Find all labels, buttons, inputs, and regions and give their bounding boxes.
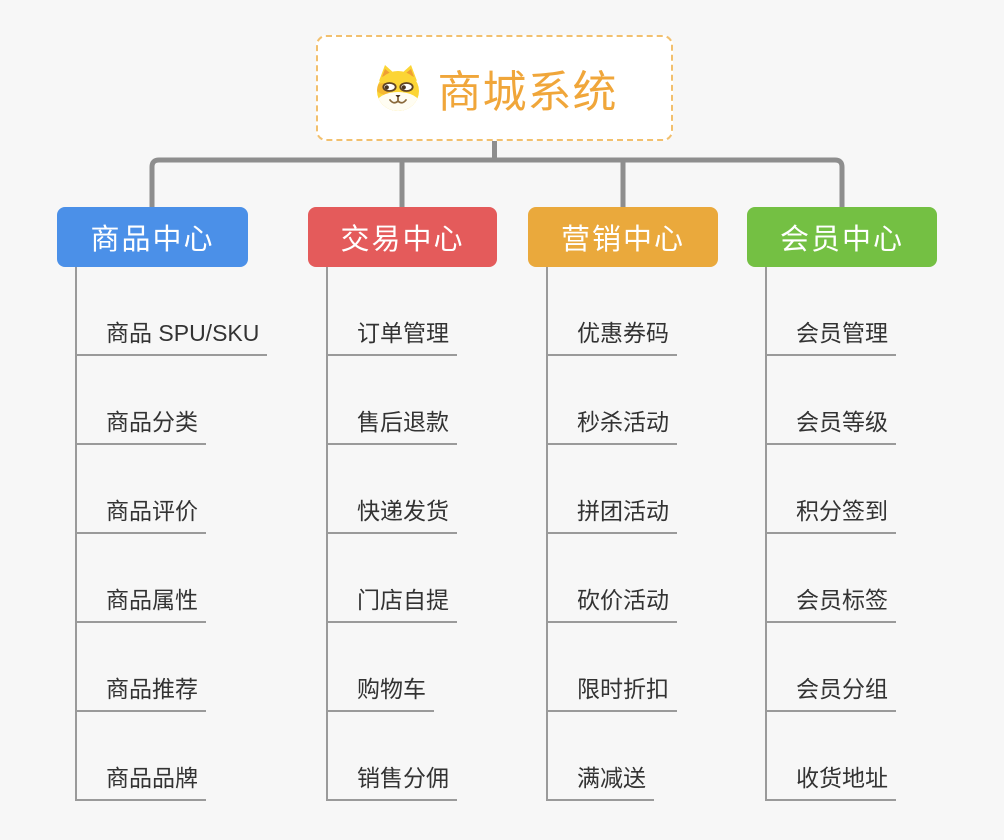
child-node[interactable]: 商品分类 (75, 407, 206, 445)
branch-header-products[interactable]: 商品中心 (57, 207, 248, 267)
branch-header-members[interactable]: 会员中心 (747, 207, 937, 267)
child-node[interactable]: 订单管理 (326, 318, 457, 356)
child-node[interactable]: 会员分组 (765, 674, 896, 712)
child-node[interactable]: 售后退款 (326, 407, 457, 445)
child-node[interactable]: 会员标签 (765, 585, 896, 623)
branch-children-line (765, 267, 767, 801)
child-node[interactable]: 会员管理 (765, 318, 896, 356)
child-node[interactable]: 商品推荐 (75, 674, 206, 712)
child-node[interactable]: 快递发货 (326, 496, 457, 534)
child-node[interactable]: 购物车 (326, 674, 434, 712)
child-node[interactable]: 销售分佣 (326, 763, 457, 801)
child-node[interactable]: 拼团活动 (546, 496, 677, 534)
branch-children-line (75, 267, 77, 801)
child-node[interactable]: 会员等级 (765, 407, 896, 445)
trunk-line (149, 157, 845, 207)
dog-face-icon (376, 65, 419, 111)
child-node[interactable]: 优惠券码 (546, 318, 677, 356)
child-node[interactable]: 商品品牌 (75, 763, 206, 801)
child-node[interactable]: 商品属性 (75, 585, 206, 623)
root-node[interactable]: 商城系统 (316, 35, 673, 141)
child-node[interactable]: 秒杀活动 (546, 407, 677, 445)
branch-header-trade[interactable]: 交易中心 (308, 207, 497, 267)
child-node[interactable]: 商品评价 (75, 496, 206, 534)
child-node[interactable]: 砍价活动 (546, 585, 677, 623)
branch-header-marketing[interactable]: 营销中心 (528, 207, 718, 267)
child-node[interactable]: 收货地址 (765, 763, 896, 801)
child-node[interactable]: 商品 SPU/SKU (75, 318, 268, 356)
child-node[interactable]: 限时折扣 (546, 674, 677, 712)
branch-children-line (326, 267, 328, 801)
root-label: 商城系统 (437, 68, 618, 117)
child-node[interactable]: 门店自提 (326, 585, 457, 623)
child-node[interactable]: 满减送 (546, 763, 654, 801)
child-node[interactable]: 积分签到 (765, 496, 896, 534)
branch-children-line (546, 267, 548, 801)
